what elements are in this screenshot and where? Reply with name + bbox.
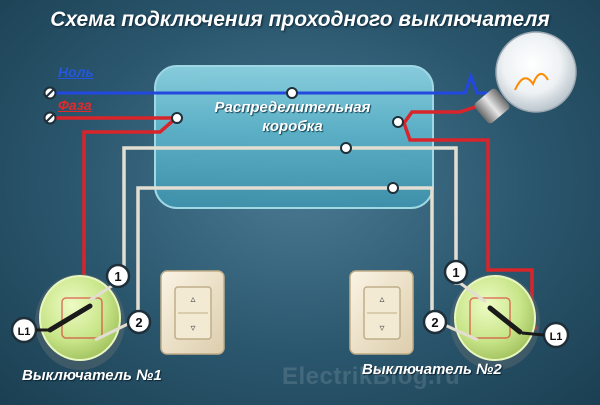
svg-text:2: 2	[431, 315, 438, 330]
neutral-wire	[50, 71, 497, 95]
switch-face-icon: ▵ ▿	[160, 270, 225, 355]
terminal-screw-icon	[43, 111, 57, 125]
svg-text:▿: ▿	[190, 323, 195, 334]
box-node-traveler-2	[387, 182, 399, 194]
box-node-lamp	[392, 116, 404, 128]
box-node-neutral	[286, 87, 298, 99]
terminal-screw-icon	[43, 86, 57, 100]
svg-text:L1: L1	[550, 331, 563, 343]
junction-box-label-line2: коробка	[262, 118, 323, 135]
junction-box	[154, 65, 434, 209]
junction-box-label: Распределительная коробка	[190, 98, 395, 136]
svg-text:L1: L1	[18, 326, 31, 338]
svg-text:▵: ▵	[379, 294, 384, 305]
switch-1-body	[35, 274, 133, 370]
svg-text:▿: ▿	[379, 323, 384, 334]
switch-2-terminal-l1: L1	[542, 321, 570, 349]
light-bulb-icon	[474, 31, 577, 124]
lamp-phase-wire	[402, 104, 479, 125]
switch-2-label: Выключатель №2	[362, 361, 502, 378]
switch-1-terminal-1: 1	[105, 263, 131, 289]
box-node-traveler-1	[340, 142, 352, 154]
switch-2-terminal-1: 1	[443, 259, 469, 285]
diagram-title: Схема подключения проходного выключателя	[50, 8, 550, 31]
phase-to-switch1	[82, 116, 178, 286]
switch-2-body	[437, 274, 540, 370]
neutral-label: Ноль	[58, 64, 94, 80]
svg-text:1: 1	[452, 265, 459, 280]
switch-1-label: Выключатель №1	[22, 367, 162, 384]
svg-text:1: 1	[114, 269, 121, 284]
switch-1-terminal-l1: L1	[10, 316, 38, 344]
switch-1-terminal-2: 2	[126, 309, 152, 335]
box-node-phase	[171, 112, 183, 124]
svg-text:▵: ▵	[190, 294, 195, 305]
switch-face-icon: ▵ ▿	[349, 270, 414, 355]
watermark: ElectrikBlog.ru	[282, 363, 461, 390]
switch-2-terminal-2: 2	[422, 309, 448, 335]
phase-label: Фаза	[58, 97, 92, 113]
junction-box-label-line1: Распределительная	[214, 99, 371, 116]
svg-text:2: 2	[135, 315, 142, 330]
